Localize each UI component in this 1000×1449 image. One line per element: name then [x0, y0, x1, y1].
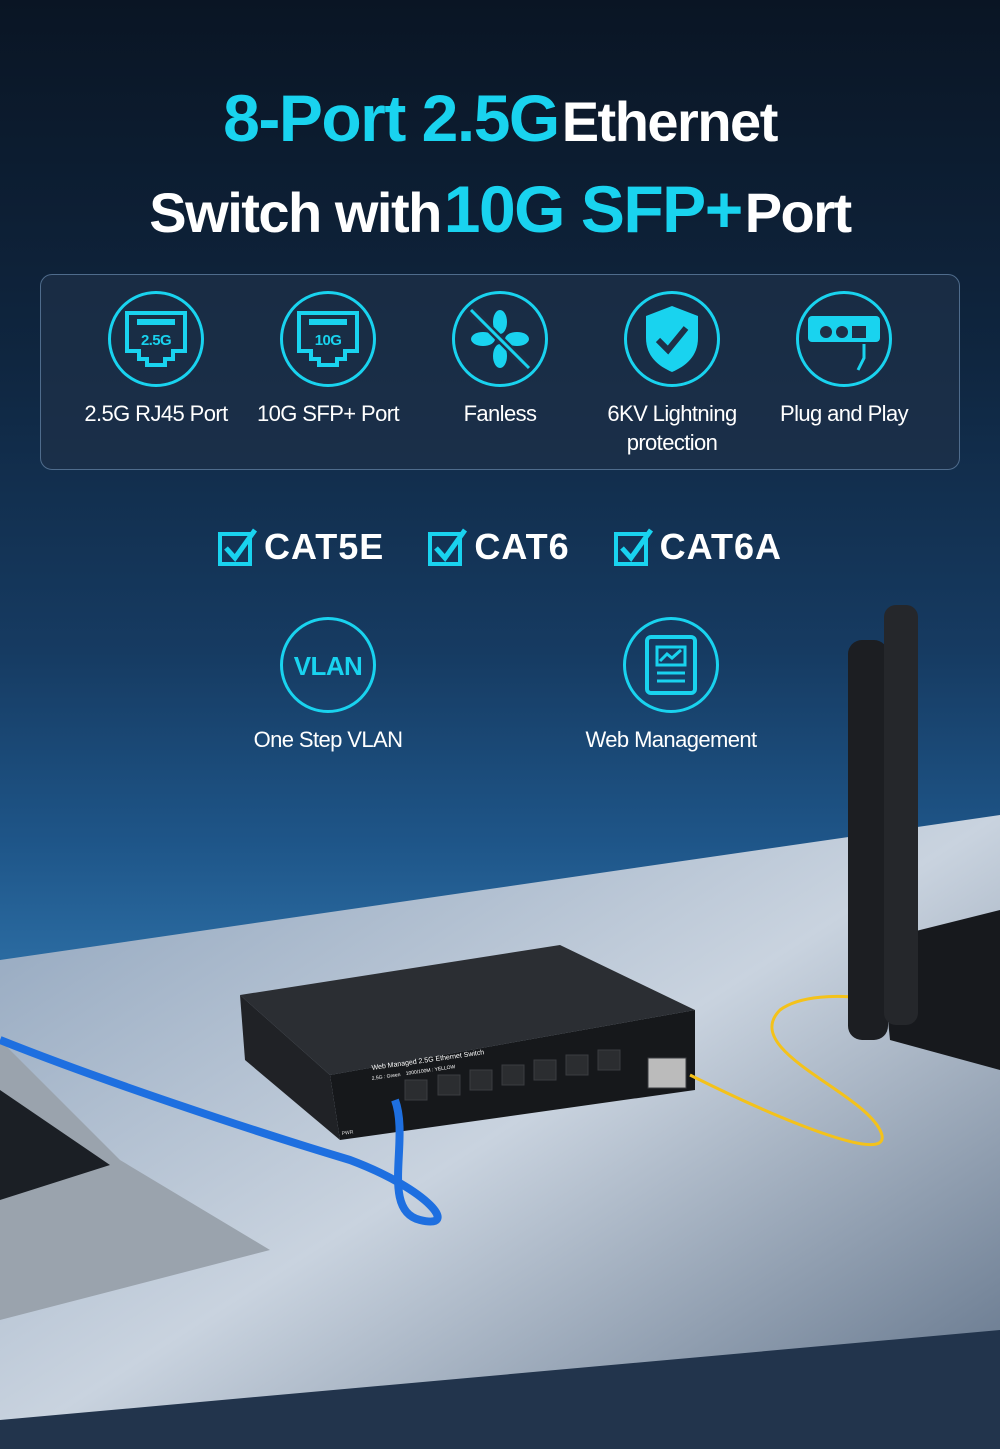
cable-type-label: CAT6 [474, 526, 570, 567]
cable-type-label: CAT6A [659, 526, 783, 567]
laptop-keyboard [0, 1090, 110, 1200]
feature-vlan: VLAN One Step VLAN [198, 617, 458, 753]
switch-side [240, 995, 340, 1140]
router-antenna [884, 605, 918, 1025]
blue-ethernet-cable [0, 1036, 442, 1226]
desk-surface [0, 815, 1000, 1449]
no-fan-icon [468, 307, 532, 371]
title-white-3: Port [744, 181, 853, 244]
laptop [0, 1040, 270, 1320]
svg-text:VLAN: VLAN [294, 651, 362, 681]
title-accent-1: 8-Port 2.5G [223, 81, 560, 155]
title-white-1: Ethernet [561, 90, 779, 153]
router-antenna [848, 640, 888, 1040]
feature-label: 6KV Lightning protection [607, 401, 737, 455]
cable-type: CAT6A [613, 526, 783, 568]
cable-type: CAT5E [217, 526, 385, 568]
features-panel: 2.5G 2.5G RJ45 Port 10G 10G SFP+ Port Fa… [40, 274, 960, 470]
feature-lightning: 6KV Lightning protection [586, 291, 758, 457]
cable-compatibility: CAT5E CAT6 CAT6A [0, 526, 1000, 568]
cable-type-label: CAT5E [263, 526, 385, 567]
feature-sfp: 10G 10G SFP+ Port [242, 291, 414, 428]
sfp-port-icon: 10G [297, 311, 359, 367]
checkbox-icon [613, 528, 653, 566]
title-accent-2: 10G SFP+ [443, 172, 744, 246]
switch-led-green-label: 2.5G : Green [371, 1072, 401, 1082]
feature-label: 10G SFP+ Port [257, 401, 400, 426]
vlan-icon: VLAN [294, 651, 363, 681]
checkbox-icon [217, 528, 258, 566]
feature-rj45: 2.5G 2.5G RJ45 Port [70, 291, 242, 428]
feature-web-management: Web Management [541, 617, 801, 753]
feature-label: One Step VLAN [253, 727, 403, 752]
checkbox-icon [428, 528, 468, 566]
switch-top [240, 945, 695, 1075]
title-white-2: Switch with [149, 181, 442, 244]
feature-label: Plug and Play [780, 401, 909, 426]
fiber-cable [689, 994, 884, 1147]
page-title: 8-Port 2.5G Ethernet Switch with 10G SFP… [0, 82, 1000, 264]
rj45-port-icon: 2.5G [125, 311, 187, 367]
feature-label: Fanless [463, 401, 537, 426]
feature-fanless: Fanless [414, 291, 586, 428]
shield-check-icon [646, 306, 698, 372]
switch-plug-icon [808, 316, 880, 371]
feature-plug-play: Plug and Play [758, 291, 930, 428]
svg-text:2.5G: 2.5G [141, 332, 171, 349]
cable-type: CAT6 [428, 526, 569, 568]
desk-edge [0, 1330, 1000, 1449]
svg-text:10G: 10G [315, 332, 342, 349]
feature-label: Web Management [585, 727, 758, 752]
web-management-icon [645, 635, 697, 695]
switch-ports [404, 1049, 687, 1101]
feature-label: 2.5G RJ45 Port [84, 401, 228, 426]
switch-power-label: PWR [341, 1129, 354, 1137]
